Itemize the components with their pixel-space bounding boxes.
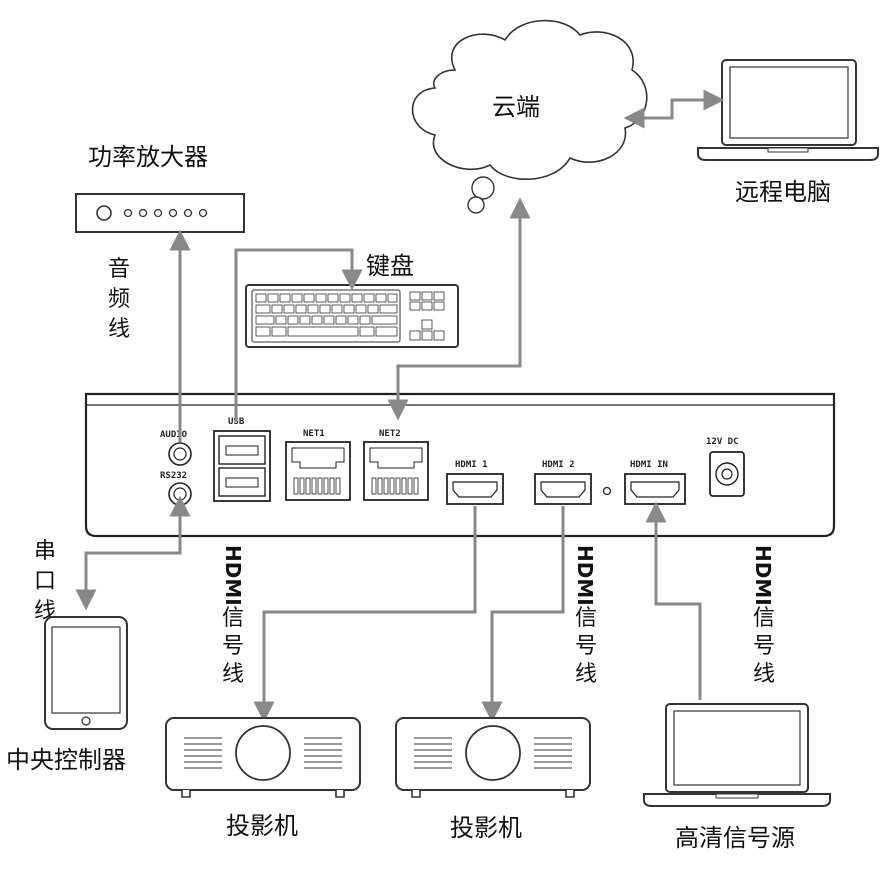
hdmi1-port [446, 473, 504, 505]
hdmi2-port-label: HDMI 2 [542, 460, 575, 470]
net1-port-label: NET1 [303, 429, 325, 439]
cloud-remote-link [623, 89, 725, 129]
audio-jack [168, 442, 192, 466]
rs232-port-label: RS232 [160, 471, 187, 481]
amplifier-icon [75, 193, 245, 233]
usb-ports [213, 430, 271, 502]
usb-cable [234, 248, 363, 422]
projector-2-icon [395, 717, 591, 798]
svg-text:信号线: 信号线 [753, 606, 775, 687]
svg-text:HDMI: HDMI [751, 545, 775, 606]
keyboard-icon [245, 284, 459, 348]
svg-text:HDMI: HDMI [573, 545, 597, 606]
amplifier-label: 功率放大器 [88, 143, 208, 171]
dc-port-label: 12V DC [706, 437, 739, 447]
projector-1-icon [165, 717, 361, 798]
hdmi1-cable [253, 506, 477, 723]
hdmi-line-label-3: HDMI 信号线 [751, 545, 775, 687]
hdmi-line-label-2: HDMI 信号线 [573, 545, 597, 687]
projector-2-label: 投影机 [450, 814, 522, 842]
rs232-jack [168, 482, 192, 506]
hd-source-label: 高清信号源 [675, 824, 795, 852]
hdmi2-port [534, 473, 592, 505]
tablet-icon [44, 616, 128, 730]
svg-text:信号线: 信号线 [575, 606, 597, 687]
audio-port-label: AUDIO [160, 430, 188, 440]
hdmi1-port-label: HDMI 1 [455, 460, 488, 470]
hdmi-in-port-label: HDMI IN [630, 460, 668, 470]
indicator-led [602, 486, 612, 496]
hdmi-in-cable [645, 501, 702, 700]
hd-source-laptop-icon [643, 703, 831, 807]
net2-port [363, 441, 429, 501]
serial-line-label: 串口线 [34, 539, 56, 624]
net2-port-label: NET2 [379, 429, 401, 439]
hdmi-line-label-1: HDMI 信号线 [221, 545, 245, 687]
projector-1-label: 投影机 [226, 812, 298, 840]
hdmi2-cable [481, 506, 565, 723]
dc-jack [709, 451, 745, 497]
keyboard-label: 键盘 [366, 252, 414, 280]
remote-pc-label: 远程电脑 [735, 178, 831, 206]
serial-cable [75, 495, 191, 611]
remote-laptop-icon [697, 59, 879, 161]
cloud-label: 云端 [492, 93, 540, 121]
cloud-icon [411, 19, 648, 214]
hdmi-in-port [624, 473, 686, 505]
central-controller-label: 中央控制器 [6, 746, 126, 774]
svg-text:信号线: 信号线 [222, 606, 244, 687]
svg-text:HDMI: HDMI [221, 545, 245, 606]
net2-cable [387, 197, 531, 421]
net1-port [285, 441, 351, 501]
audio-line-label: 音频线 [108, 257, 130, 342]
